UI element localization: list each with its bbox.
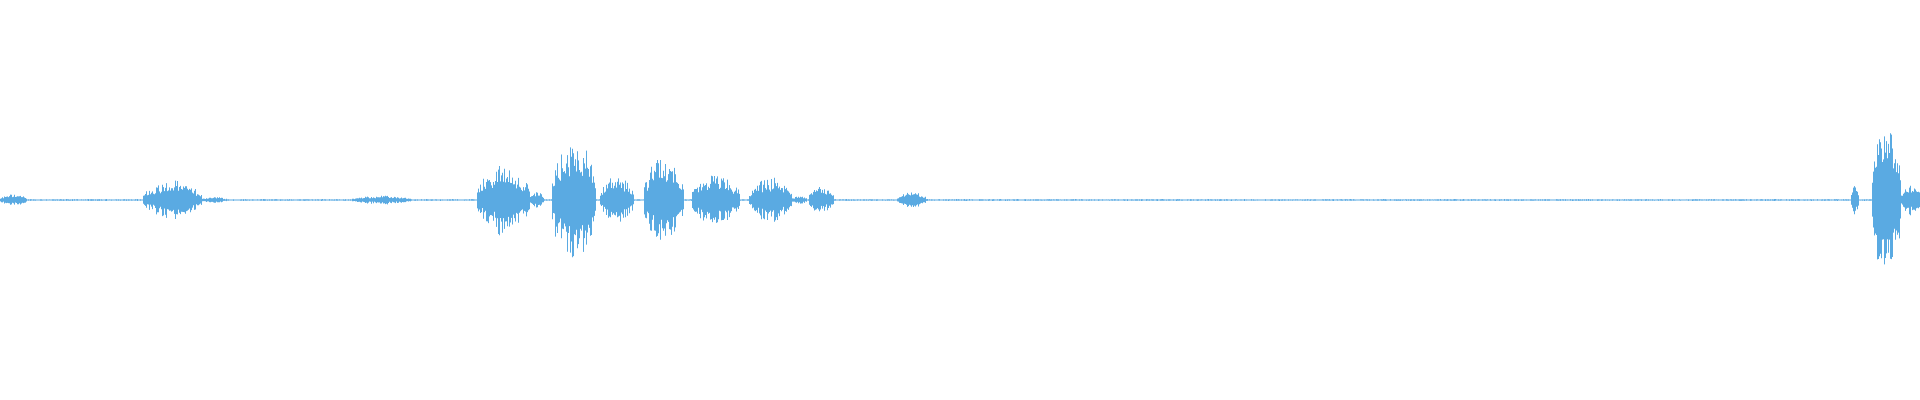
waveform-signal (0, 133, 1920, 265)
waveform-bars (0, 133, 1920, 265)
